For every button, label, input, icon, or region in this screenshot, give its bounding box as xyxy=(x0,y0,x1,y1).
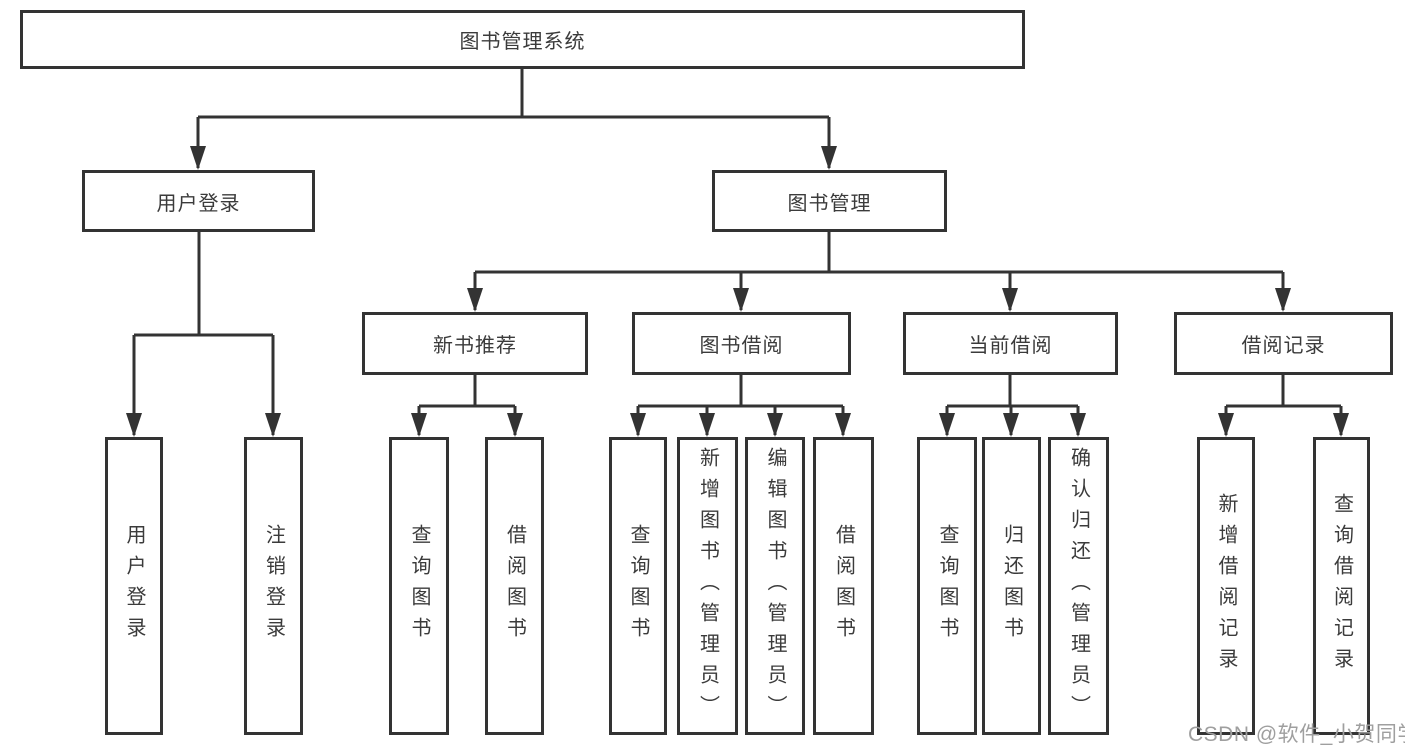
leaf-user-login: 用户登录 xyxy=(105,437,163,735)
leaf-current-query-books: 查询图书 xyxy=(917,437,977,735)
leaf-borrow-edit-books-admin: 编辑图书（管理员） xyxy=(745,437,805,735)
leaf-newbook-borrow-books-label: 借阅图书 xyxy=(503,524,526,648)
leaf-borrow-query-books: 查询图书 xyxy=(609,437,667,735)
node-book-borrow: 图书借阅 xyxy=(632,312,851,375)
leaf-current-confirm-return-admin: 确认归还（管理员） xyxy=(1048,437,1109,735)
arrowhead-icons xyxy=(126,146,1349,437)
leaf-record-query-label: 查询借阅记录 xyxy=(1330,493,1353,679)
csdn-watermark: CSDN @软件_小贺同学 xyxy=(1188,723,1405,746)
leaf-borrow-query-books-label: 查询图书 xyxy=(627,524,649,648)
node-book-management: 图书管理 xyxy=(712,170,947,232)
leaf-current-return-books-label: 归还图书 xyxy=(1000,524,1023,648)
leaf-borrow-borrow-books-label: 借阅图书 xyxy=(832,524,855,648)
leaf-current-confirm-return-admin-label: 确认归还（管理员） xyxy=(1067,446,1090,726)
leaf-newbook-query-books: 查询图书 xyxy=(389,437,449,735)
node-new-book-recommend: 新书推荐 xyxy=(362,312,588,375)
leaf-record-query: 查询借阅记录 xyxy=(1313,437,1370,735)
leaf-borrow-borrow-books: 借阅图书 xyxy=(813,437,874,735)
node-root-label: 图书管理系统 xyxy=(459,31,586,53)
leaf-current-return-books: 归还图书 xyxy=(982,437,1041,735)
node-root: 图书管理系统 xyxy=(20,10,1025,69)
leaf-current-query-books-label: 查询图书 xyxy=(936,524,958,648)
leaf-logout: 注销登录 xyxy=(244,437,303,735)
leaf-borrow-edit-books-admin-label: 编辑图书（管理员） xyxy=(764,446,786,726)
node-new-book-recommend-label: 新书推荐 xyxy=(433,335,517,357)
node-user-login: 用户登录 xyxy=(82,170,315,232)
leaf-record-add: 新增借阅记录 xyxy=(1197,437,1255,735)
leaf-borrow-add-books-admin-label: 新增图书（管理员） xyxy=(696,446,719,726)
node-user-login-label: 用户登录 xyxy=(156,192,241,215)
leaf-newbook-borrow-books: 借阅图书 xyxy=(485,437,544,735)
node-current-borrow: 当前借阅 xyxy=(903,312,1118,375)
leaf-record-add-label: 新增借阅记录 xyxy=(1215,493,1237,679)
node-borrow-record-label: 借阅记录 xyxy=(1241,335,1326,357)
leaf-user-login-label: 用户登录 xyxy=(123,524,145,648)
leaf-newbook-query-books-label: 查询图书 xyxy=(408,524,430,648)
leaf-borrow-add-books-admin: 新增图书（管理员） xyxy=(677,437,738,735)
node-borrow-record: 借阅记录 xyxy=(1174,312,1393,375)
node-book-management-label: 图书管理 xyxy=(787,192,872,215)
leaf-logout-label: 注销登录 xyxy=(262,524,285,648)
node-current-borrow-label: 当前借阅 xyxy=(968,335,1053,357)
node-book-borrow-label: 图书借阅 xyxy=(699,335,784,357)
